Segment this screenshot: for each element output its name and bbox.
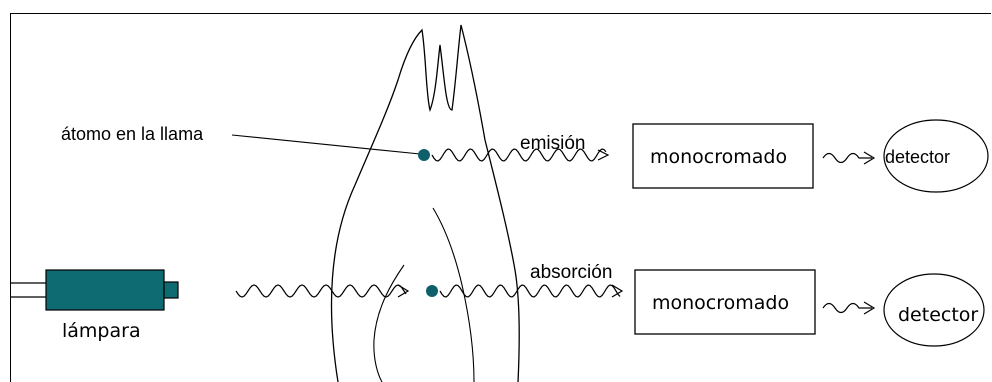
absorption-label: absorción (530, 262, 612, 283)
detector-bottom-ellipse (883, 273, 985, 347)
absorption-wave (439, 284, 621, 298)
detector-bottom-arrow (863, 301, 876, 315)
monochromator-bottom-box (634, 269, 816, 335)
detector-top-ellipse (883, 119, 989, 193)
detector-bottom-label: detector (898, 304, 978, 326)
incoming-light-arrow (397, 284, 410, 298)
detector-top-wave (822, 152, 872, 164)
detector-top-label: detector (885, 147, 950, 167)
atom-leader-line (231, 134, 421, 155)
emission-arrow (597, 149, 610, 161)
diagram-frame (10, 13, 991, 382)
incoming-light-wave (235, 284, 407, 298)
lamp-body (45, 269, 165, 311)
detector-top-arrow (863, 151, 876, 165)
atom-emission (418, 149, 430, 161)
emission-wave (431, 148, 607, 162)
detector-bottom-wave (822, 302, 872, 314)
atom-absorption (426, 285, 438, 297)
flame-outline (330, 24, 520, 382)
monochromator-top-label: monocromado (650, 146, 787, 168)
monochromator-top-box (632, 123, 814, 189)
lamp-label: lámpara (62, 320, 141, 342)
lamp-tip (163, 281, 179, 299)
absorption-arrow (611, 284, 624, 298)
emission-label: emisión (520, 133, 585, 154)
inner-flame-line-right (432, 207, 475, 382)
monochromator-bottom-label: monocromado (652, 292, 789, 314)
inner-flame-line-left (373, 264, 405, 382)
atom-label: átomo en la llama (61, 124, 204, 144)
